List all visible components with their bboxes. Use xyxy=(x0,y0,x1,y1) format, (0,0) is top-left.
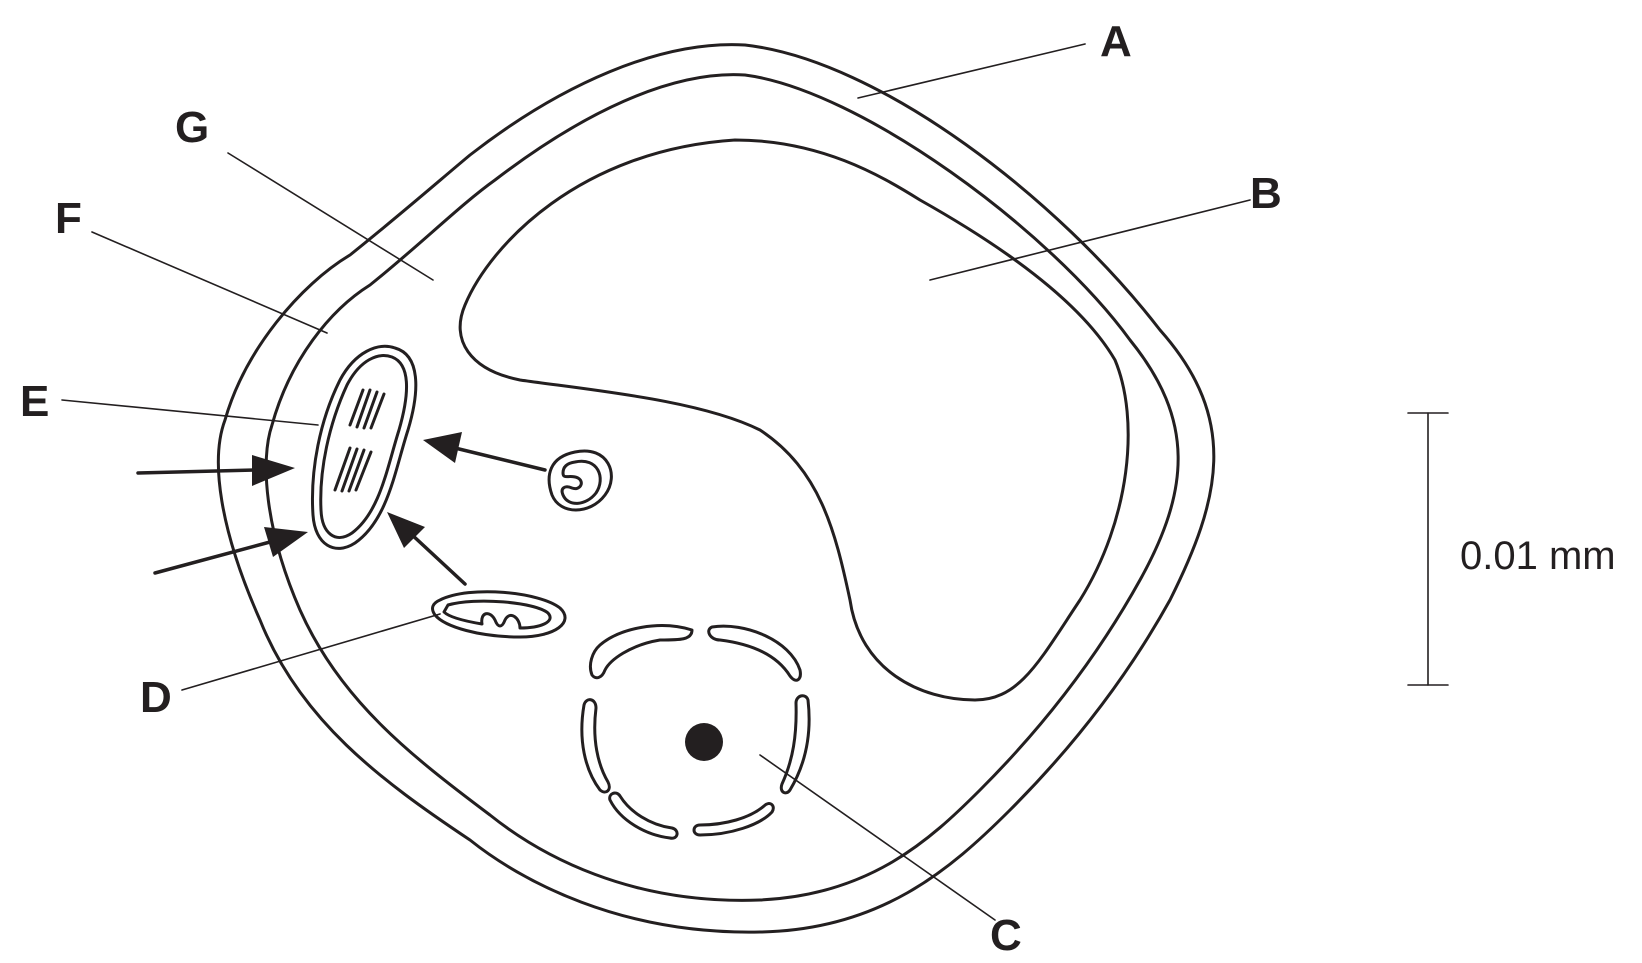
scale-bar xyxy=(1407,412,1449,686)
label-d: D xyxy=(140,673,172,722)
leader-line-a xyxy=(857,43,1086,99)
arrow-from-outside-lower xyxy=(153,527,308,575)
leader-line-c xyxy=(759,754,996,921)
nucleolus xyxy=(685,723,723,761)
mitochondrion-inner xyxy=(442,599,552,630)
small-organelle-inner xyxy=(560,459,602,505)
label-c: C xyxy=(990,911,1022,960)
grana xyxy=(333,388,386,493)
chloroplast-outer xyxy=(311,344,418,550)
label-b: B xyxy=(1250,169,1282,218)
chloroplast-inner xyxy=(319,354,408,539)
leader-line-d xyxy=(181,613,441,691)
vacuole xyxy=(458,138,1130,702)
label-a: A xyxy=(1100,17,1132,66)
label-f: F xyxy=(55,194,82,243)
leader-line-g xyxy=(227,152,434,281)
arrow-from-outside-upper xyxy=(136,455,295,486)
leader-line-b xyxy=(929,199,1251,281)
cell-membrane xyxy=(264,73,1180,902)
arrow-from-small-organelle xyxy=(423,432,547,472)
nuclear-envelope xyxy=(580,624,811,840)
label-e: E xyxy=(20,377,49,426)
cell-wall-outer xyxy=(216,43,1216,934)
small-organelle-outer xyxy=(547,449,613,512)
mitochondrion-outer xyxy=(431,590,567,639)
label-g: G xyxy=(175,103,209,152)
scale-bar-label: 0.01 mm xyxy=(1460,534,1616,578)
leader-line-f xyxy=(91,231,328,334)
arrow-from-mitochondrion xyxy=(387,512,467,586)
leader-line-e xyxy=(61,399,319,426)
